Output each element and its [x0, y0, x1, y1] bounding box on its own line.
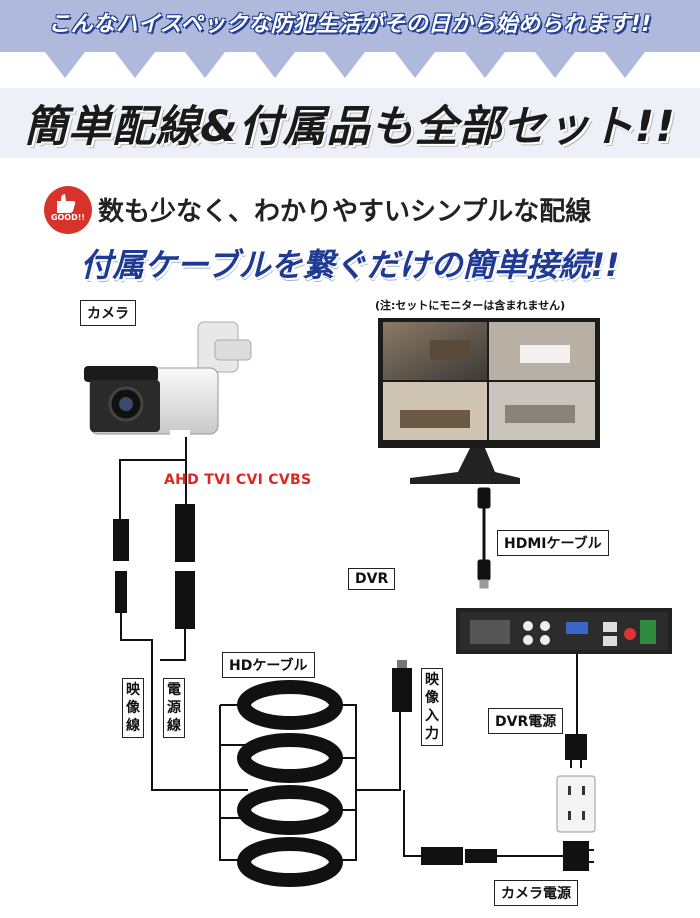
video-input-connector — [392, 660, 412, 712]
chevron-down-icon — [535, 52, 575, 78]
chevron-down-icon — [465, 52, 505, 78]
top-banner-text: こんなハイスペックな防犯生活がその日から始められます!! — [48, 12, 652, 37]
chevron-row — [45, 52, 645, 78]
video-input-label: 映像入力 — [421, 668, 443, 746]
camera-power-label: カメラ電源 — [494, 880, 578, 906]
hdmi-cable-label: HDMIケーブル — [497, 530, 609, 556]
camera-label: カメラ — [80, 300, 136, 326]
dvr-icon — [456, 608, 672, 654]
chevron-down-icon — [395, 52, 435, 78]
chevron-down-icon — [325, 52, 365, 78]
chevron-down-icon — [605, 52, 645, 78]
dvr-power-label: DVR電源 — [488, 708, 564, 734]
top-banner — [0, 0, 700, 52]
title-band — [0, 88, 700, 158]
chevron-down-icon — [255, 52, 295, 78]
security-camera-icon — [84, 321, 252, 450]
camera-pigtails — [113, 437, 220, 791]
monitor-icon — [378, 318, 600, 484]
video-line-label: 映像線 — [122, 678, 144, 738]
hd-cable-label: HDケーブル — [222, 652, 315, 678]
monitor-not-included-note: (注:セットにモニターは含まれません) — [375, 299, 566, 312]
hd-cable-coils — [219, 680, 401, 887]
good-badge-label: GOOD!! — [50, 213, 86, 222]
power-line-label: 電源線 — [163, 678, 185, 738]
good-badge — [44, 186, 92, 234]
dvr-power-cable — [565, 654, 587, 768]
chevron-down-icon — [45, 52, 85, 78]
subtitle-easy-connect: 付属ケーブルを繋ぐだけの簡単接続!! — [80, 246, 620, 284]
subtitle-simple-wiring: 数も少なく、わかりやすいシンプルな配線 — [98, 197, 592, 227]
wall-outlet-icon — [556, 775, 596, 833]
chevron-down-icon — [115, 52, 155, 78]
dvr-label: DVR — [348, 568, 396, 590]
thumbs-up-icon — [57, 194, 76, 213]
signal-types-label: AHD TVI CVI CVBS — [164, 472, 312, 488]
camera-power-cable — [403, 790, 594, 871]
chevron-down-icon — [185, 52, 225, 78]
hdmi-cable — [477, 487, 491, 589]
page-title: 簡単配線&付属品も全部セット!! — [24, 102, 676, 152]
